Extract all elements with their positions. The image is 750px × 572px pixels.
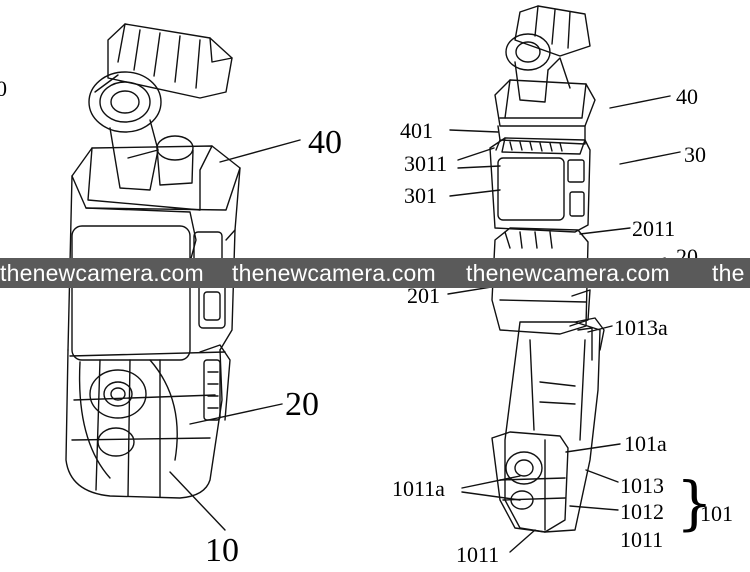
group-brace: } bbox=[676, 469, 713, 537]
label-201: 201 bbox=[407, 283, 440, 308]
watermark-band: thenewcamera.com thenewcamera.com thenew… bbox=[0, 258, 750, 288]
right-camera-module-40 bbox=[494, 79, 596, 127]
label-40-left: 40 bbox=[308, 124, 342, 161]
watermark-text-2: thenewcamera.com bbox=[232, 260, 436, 286]
label-1011-group: 1011 bbox=[620, 527, 664, 552]
edge-label: 0 bbox=[0, 76, 7, 101]
left-handle bbox=[65, 344, 231, 499]
left-camera-device bbox=[65, 23, 241, 499]
watermark-text-1: thenewcamera.com bbox=[0, 260, 204, 286]
watermark-text-partial: the bbox=[712, 260, 745, 286]
left-leader-lines bbox=[169, 139, 301, 531]
label-401: 401 bbox=[400, 118, 433, 143]
right-display-module-30 bbox=[489, 137, 591, 233]
label-101a: 101a bbox=[624, 431, 667, 456]
label-20-left: 20 bbox=[285, 386, 319, 423]
watermark-text-3: thenewcamera.com bbox=[466, 260, 670, 286]
label-10-left: 10 bbox=[205, 532, 239, 569]
label-1013: 1013 bbox=[620, 473, 664, 498]
label-3011: 3011 bbox=[404, 151, 448, 176]
label-40-right: 40 bbox=[676, 84, 698, 109]
label-2011: 2011 bbox=[632, 216, 676, 241]
label-30: 30 bbox=[684, 142, 706, 167]
left-gimbal-head bbox=[88, 23, 233, 191]
right-gimbal-head bbox=[505, 5, 591, 103]
label-301: 301 bbox=[404, 183, 437, 208]
label-1011: 1011 bbox=[456, 542, 500, 567]
label-1013a: 1013a bbox=[614, 315, 668, 340]
label-1012: 1012 bbox=[620, 499, 664, 524]
right-grip-1012 bbox=[491, 431, 569, 533]
label-101: 101 bbox=[700, 501, 733, 526]
label-1011a: 1011a bbox=[392, 476, 445, 501]
